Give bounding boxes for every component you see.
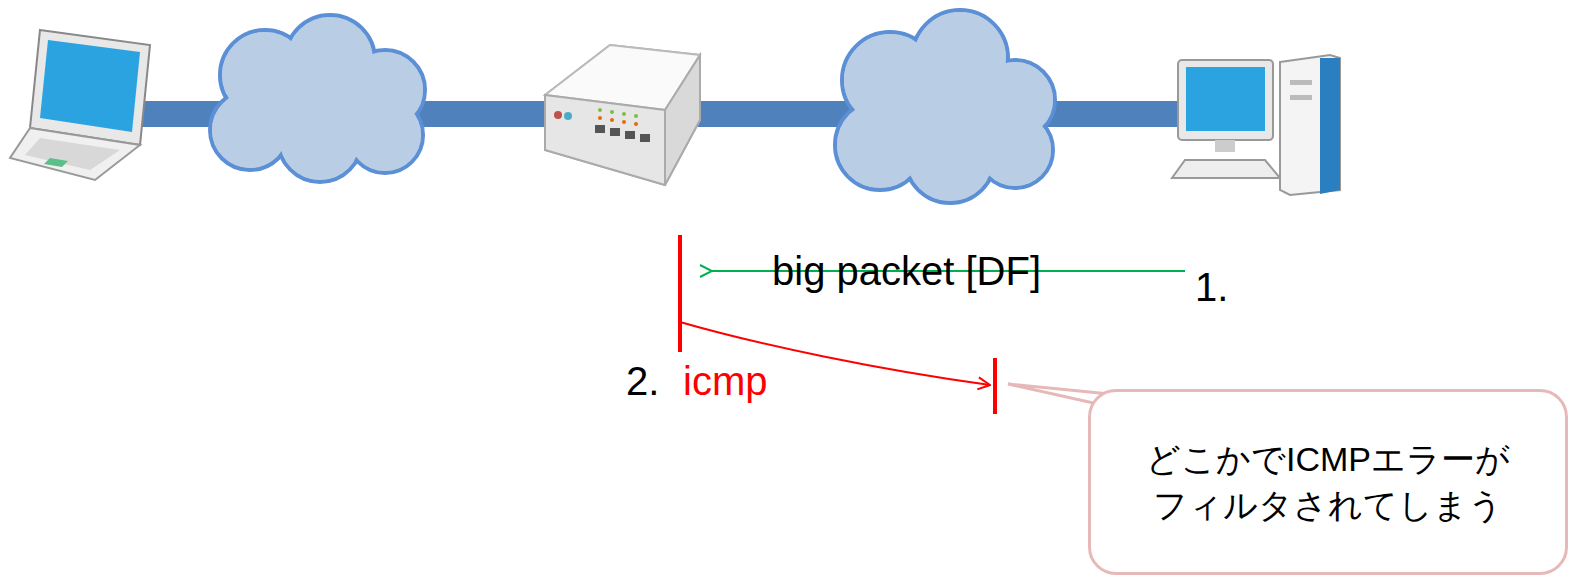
- callout-bubble: どこかでICMPエラーが フィルタされてしまう: [1088, 389, 1568, 575]
- router-icon: [545, 45, 700, 185]
- laptop-icon: [10, 30, 150, 180]
- network-cloud: [210, 15, 425, 182]
- step-number: 1.: [1195, 264, 1228, 310]
- filter-block-bar: [993, 358, 997, 414]
- router-timeline: [678, 235, 682, 352]
- callout-text: どこかでICMPエラーが フィルタされてしまう: [1138, 436, 1518, 528]
- icmp-label: icmp: [683, 358, 767, 404]
- packet-label: big packet [DF]: [772, 248, 1041, 294]
- step-number: 2.: [626, 358, 659, 404]
- desktop-pc-icon: [1172, 55, 1340, 195]
- network-cloud: [835, 10, 1055, 203]
